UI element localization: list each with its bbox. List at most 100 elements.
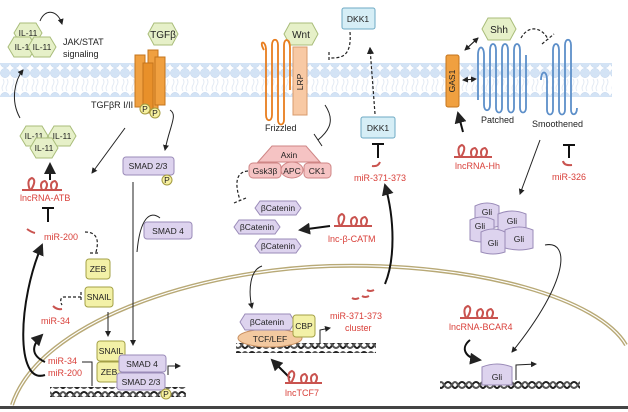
lrp-coreceptor: LRP bbox=[292, 46, 308, 116]
svg-text:ZEB: ZEB bbox=[101, 367, 118, 377]
svg-text:SMAD 2/3: SMAD 2/3 bbox=[122, 377, 161, 387]
mir34-icon bbox=[52, 305, 63, 311]
gli-label: Gli bbox=[475, 221, 486, 231]
gli-label: Gli bbox=[488, 238, 499, 248]
mir200-label: miR-200 bbox=[44, 232, 78, 242]
svg-text:βCatenin: βCatenin bbox=[261, 203, 295, 213]
lncrna-atb-icon bbox=[22, 176, 62, 191]
lncrna-hh-label: lncRNA-Hh bbox=[455, 161, 500, 171]
svg-text:GAS1: GAS1 bbox=[447, 69, 457, 92]
lnctcf7-icon bbox=[285, 369, 322, 384]
svg-text:Gli: Gli bbox=[492, 372, 503, 382]
phospho-p1 bbox=[139, 103, 151, 115]
svg-text:IL-11: IL-11 bbox=[19, 28, 38, 38]
dkk1-top-box: DKK1 bbox=[341, 7, 376, 30]
mir200-icon bbox=[26, 228, 36, 234]
mir371-icon bbox=[371, 161, 381, 168]
jak-stat-label-2: signaling bbox=[63, 49, 99, 59]
lncrna-bcar4-label: lncRNA-BCAR4 bbox=[449, 322, 513, 332]
mir-cluster-label-2: cluster bbox=[345, 323, 372, 333]
dna-strand-tgf bbox=[50, 387, 186, 397]
patched-receptor bbox=[477, 43, 527, 114]
nuclear-mir34-label: miR-34 bbox=[48, 356, 77, 366]
smoothened-receptor bbox=[540, 38, 578, 116]
lnc-bcatm-label: lnc-β-CATM bbox=[328, 234, 376, 244]
svg-text:βCatenin: βCatenin bbox=[261, 241, 295, 251]
tgfb-receptor: P P bbox=[134, 49, 166, 119]
svg-text:SNAIL: SNAIL bbox=[99, 346, 124, 356]
gli-shape bbox=[480, 228, 506, 255]
gli-nuclear: Gli bbox=[481, 363, 513, 386]
svg-text:CBP: CBP bbox=[295, 321, 313, 331]
lncrna-hh-icon bbox=[454, 143, 492, 158]
il11-cluster-bottom: IL-11 IL-11 IL-11 bbox=[19, 125, 77, 159]
svg-text:DKK1: DKK1 bbox=[367, 123, 389, 133]
phospho-p2 bbox=[149, 107, 161, 119]
mir326-label: miR-326 bbox=[552, 172, 586, 182]
svg-text:P: P bbox=[152, 108, 158, 118]
svg-text:IL-11: IL-11 bbox=[35, 143, 54, 153]
nuclear-envelope bbox=[10, 263, 628, 406]
svg-text:ZEB: ZEB bbox=[90, 264, 107, 274]
lncrna-atb-label: lncRNA-ATB bbox=[20, 193, 70, 203]
gli-shape bbox=[504, 226, 534, 251]
bottom-border bbox=[0, 406, 628, 409]
nuclear-mir200-label: miR-200 bbox=[48, 368, 82, 378]
smad23-box: SMAD 2/3 P bbox=[122, 156, 175, 186]
dkk1-box: DKK1 bbox=[360, 116, 396, 139]
svg-text:TCF/LEF: TCF/LEF bbox=[253, 334, 287, 344]
svg-text:P: P bbox=[142, 104, 148, 114]
svg-text:P: P bbox=[164, 175, 170, 185]
svg-text:TGFβ: TGFβ bbox=[150, 30, 176, 41]
gli-label: Gli bbox=[482, 207, 493, 217]
svg-text:IL-11: IL-11 bbox=[53, 131, 72, 141]
svg-text:APC: APC bbox=[283, 166, 300, 176]
gli-label: Gli bbox=[507, 216, 518, 226]
destruction-complex: Axin Gsk3β APC CK1 bbox=[248, 145, 332, 179]
svg-text:SMAD 4: SMAD 4 bbox=[152, 226, 184, 236]
mir-cluster-label: miR-371-373 bbox=[330, 311, 382, 321]
tgfb-ligand: TGFβ bbox=[147, 22, 179, 46]
tgfbr-label: TGFβR I/II bbox=[91, 100, 133, 110]
svg-text:Wnt: Wnt bbox=[292, 30, 310, 41]
svg-text:IL-11: IL-11 bbox=[25, 131, 44, 141]
lnctcf7-label: lncTCF7 bbox=[285, 388, 319, 398]
svg-text:IL-11: IL-11 bbox=[33, 42, 52, 52]
tcf-lef-complex: TCF/LEF βCatenin CBP bbox=[237, 313, 316, 348]
svg-text:CK1: CK1 bbox=[309, 166, 326, 176]
svg-text:βCatenin: βCatenin bbox=[240, 222, 274, 232]
patched-label: Patched bbox=[481, 115, 514, 125]
smad4-box: SMAD 4 bbox=[143, 221, 193, 240]
svg-text:βCatenin: βCatenin bbox=[250, 317, 284, 327]
svg-text:Shh: Shh bbox=[490, 25, 508, 36]
mir-cluster-icon bbox=[351, 289, 375, 300]
lncrna-bcar4-icon bbox=[460, 304, 498, 319]
mir326-icon bbox=[562, 160, 573, 167]
svg-text:SMAD 2/3: SMAD 2/3 bbox=[129, 161, 168, 171]
svg-text:LRP: LRP bbox=[295, 73, 305, 90]
svg-text:Gsk3β: Gsk3β bbox=[253, 166, 278, 176]
jak-stat-label: JAK/STAT bbox=[63, 37, 104, 47]
bcatenin-cluster: βCatenin βCatenin βCatenin bbox=[233, 200, 302, 254]
frizzled-receptor bbox=[260, 38, 291, 126]
nuclear-smad-complex: SNAIL ZEB SMAD 4 SMAD 2/3 P bbox=[96, 340, 172, 400]
lnc-bcatm-icon bbox=[334, 212, 372, 227]
svg-text:P: P bbox=[163, 389, 169, 399]
il11-cluster-top: IL-11 IL-1 IL-11 bbox=[7, 22, 57, 58]
svg-text:SNAIL: SNAIL bbox=[87, 292, 112, 302]
svg-text:SMAD 4: SMAD 4 bbox=[126, 359, 158, 369]
smoothened-label: Smoothened bbox=[532, 119, 583, 129]
gli-cluster: Gli Gli Gli Gli Gli bbox=[469, 202, 534, 255]
dna-strand-wnt bbox=[236, 343, 376, 353]
shh-ligand: Shh bbox=[481, 17, 517, 41]
frizzled-label: Frizzled bbox=[265, 123, 297, 133]
svg-text:DKK1: DKK1 bbox=[347, 14, 369, 24]
mir34-label: miR-34 bbox=[41, 316, 70, 326]
gas1-protein: GAS1 bbox=[445, 54, 460, 108]
snail-box: SNAIL bbox=[84, 286, 114, 308]
gli-label: Gli bbox=[514, 234, 525, 244]
mir371-label: miR-371-373 bbox=[354, 173, 406, 183]
svg-text:Axin: Axin bbox=[281, 150, 298, 160]
